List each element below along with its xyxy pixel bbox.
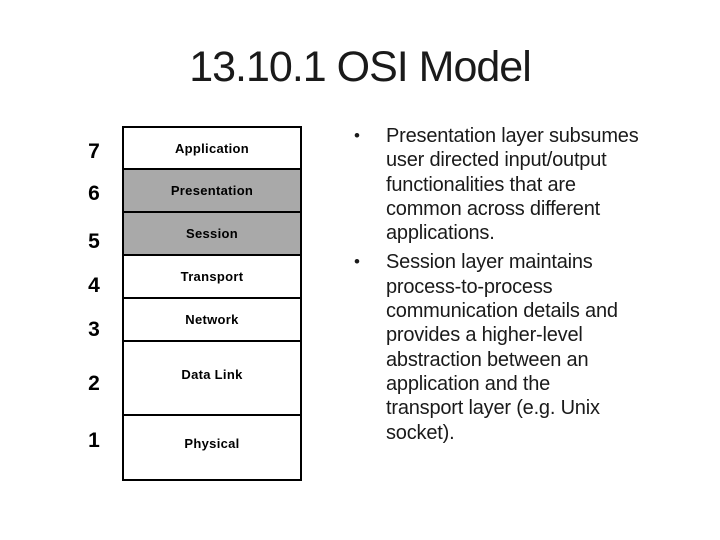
layer-label: Presentation bbox=[170, 183, 254, 198]
layer-box-data-link: Data Link bbox=[124, 340, 300, 414]
bullet-icon: • bbox=[354, 126, 360, 145]
layer-number-7: 7 bbox=[88, 140, 100, 163]
layer-label: Transport bbox=[180, 269, 244, 284]
layer-number-6: 6 bbox=[88, 182, 100, 205]
bullet-item-session: • Session layer maintains process-to-pro… bbox=[350, 250, 695, 444]
layer-box-application: Application bbox=[124, 128, 300, 168]
layer-box-physical: Physical bbox=[124, 414, 300, 479]
layer-label: Network bbox=[185, 312, 239, 327]
osi-stack-diagram: Application Presentation Session Transpo… bbox=[122, 126, 302, 481]
layer-number-4: 4 bbox=[88, 274, 100, 297]
bullet-text: Session layer maintains process-to-proce… bbox=[386, 251, 618, 444]
bullet-list: • Presentation layer subsumes user direc… bbox=[350, 124, 695, 445]
bullet-item-presentation: • Presentation layer subsumes user direc… bbox=[350, 124, 695, 245]
bullet-icon: • bbox=[354, 252, 360, 272]
layer-number-2: 2 bbox=[88, 372, 100, 395]
layer-box-session: Session bbox=[124, 211, 300, 254]
layer-label: Data Link bbox=[181, 366, 243, 382]
layer-box-transport: Transport bbox=[124, 254, 300, 297]
layer-label: Session bbox=[186, 226, 238, 241]
layer-label: Physical bbox=[184, 436, 240, 451]
layer-number-5: 5 bbox=[88, 230, 100, 253]
layer-label: Application bbox=[174, 140, 250, 156]
layer-box-presentation: Presentation bbox=[124, 168, 300, 211]
layer-number-1: 1 bbox=[88, 429, 100, 452]
layer-box-network: Network bbox=[124, 297, 300, 340]
bullet-text: Presentation layer subsumes user directe… bbox=[386, 125, 639, 245]
slide-title: 13.10.1 OSI Model bbox=[189, 43, 532, 91]
layer-number-3: 3 bbox=[88, 318, 100, 341]
